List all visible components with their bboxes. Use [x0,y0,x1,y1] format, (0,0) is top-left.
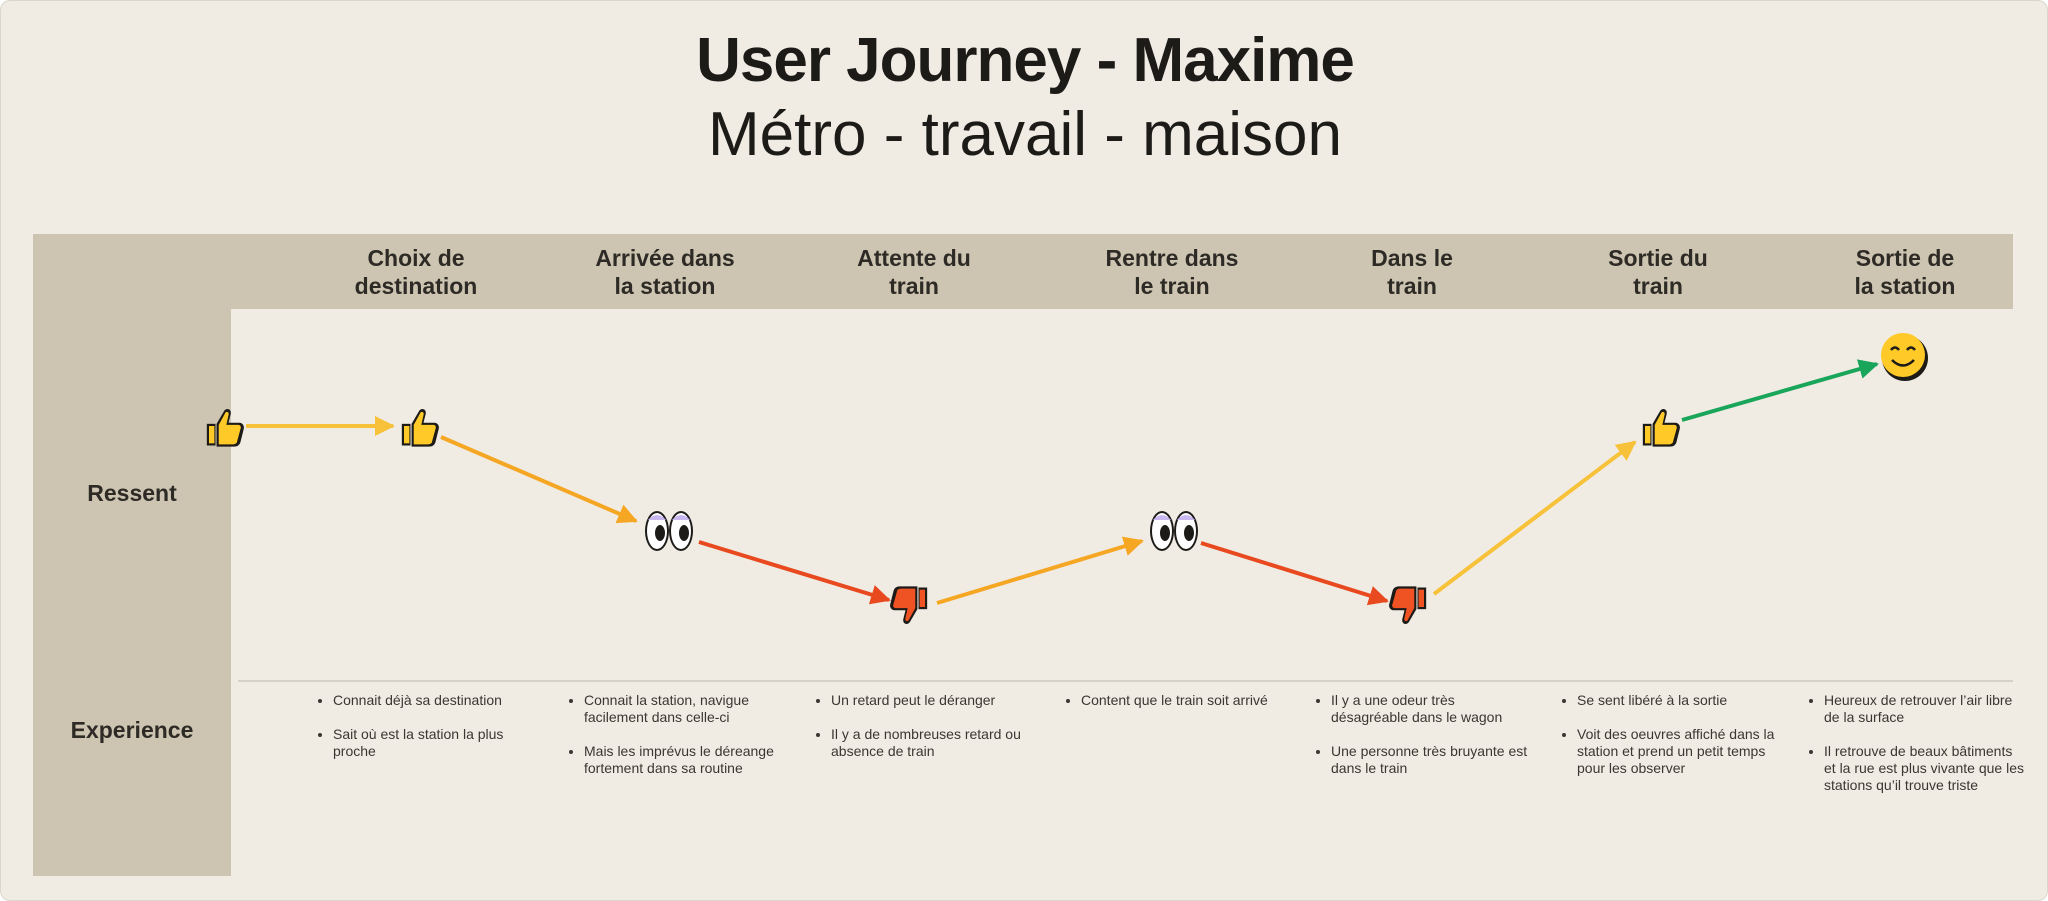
arrow-attente-to-rentre [936,536,1144,605]
list-item: Heureux de retrouver l’air libre de la s… [1824,692,2024,726]
stage-header-line: Sortie du [1608,245,1708,271]
stage-header-line: train [1633,273,1683,299]
stage-header-line: le train [1134,273,1210,299]
list-item: Il y a une odeur très désagréable dans l… [1331,692,1531,726]
list-item: Sait où est la station la plus proche [333,726,533,760]
list-item: Il y a de nombreuses retard ou absence d… [831,726,1031,760]
stage-header-line: Attente du [857,245,971,271]
thumbs-up-icon [401,409,439,447]
stage-header-line: destination [354,273,478,299]
experience-dans: Il y a une odeur très désagréable dans l… [1311,692,1531,794]
stage-header-line: Arrivée dans [595,245,735,271]
eyes-icon [1150,511,1198,551]
list-item: Content que le train soit arrivé [1081,692,1281,709]
stage-header-line: la station [614,273,716,299]
arrow-choix-to-arrivee [440,435,638,524]
arrow-rentre-to-dans [1200,541,1389,606]
thumbs-up-icon [1642,409,1680,447]
list-item: Mais les imprévus le déreange fortement … [584,743,784,777]
row-divider [238,680,2013,682]
list-item: Connait déjà sa destination [333,692,533,709]
experience-attente: Un retard peut le déranger Il y a de nom… [811,692,1031,777]
stage-header-band [231,234,2013,309]
list-item: Se sent libéré à la sortie [1577,692,1777,709]
thumbs-up-icon [206,409,244,447]
list-item: Connait la station, navigue facilement d… [584,692,784,726]
stage-header-line: train [889,273,939,299]
list-item: Un retard peut le déranger [831,692,1031,709]
thumbs-down-icon [890,586,928,624]
arrow-dans-to-sortie-train [1432,440,1637,596]
stage-header-line: Rentre dans [1105,245,1239,271]
experience-rentre: Content que le train soit arrivé [1061,692,1281,726]
experience-arrivee: Connait la station, navigue facilement d… [564,692,784,794]
stage-header-line: Dans le [1371,245,1453,271]
row-label-experience: Experience [70,717,194,743]
list-item: Voit des oeuvres affiché dans la station… [1577,726,1777,777]
page-title: User Journey - Maxime [696,26,1355,95]
stage-header-line: la station [1854,273,1956,299]
row-label-ressent: Ressent [87,480,177,506]
experience-choix: Connait déjà sa destination Sait où est … [313,692,533,777]
experience-sortie-train: Se sent libéré à la sortie Voit des oeuv… [1557,692,1777,794]
thumbs-down-icon [1389,586,1427,624]
list-item: Il retrouve de beaux bâtiments et la rue… [1824,743,2024,794]
arrow-arrivee-to-attente [698,540,891,605]
eyes-icon [645,511,693,551]
arrow-sortie-train-to-sortie-station [1681,359,1879,422]
stage-header-line: Choix de [367,245,465,271]
list-item: Une personne très bruyante est dans le t… [1331,743,1531,777]
stage-header-line: train [1387,273,1437,299]
experience-sortie-station: Heureux de retrouver l’air libre de la s… [1804,692,2024,811]
stage-header-line: Sortie de [1855,245,1955,271]
page-subtitle: Métro - travail - maison [708,100,1342,169]
smiling-face-icon [1881,333,1928,381]
row-label-column [33,234,231,876]
